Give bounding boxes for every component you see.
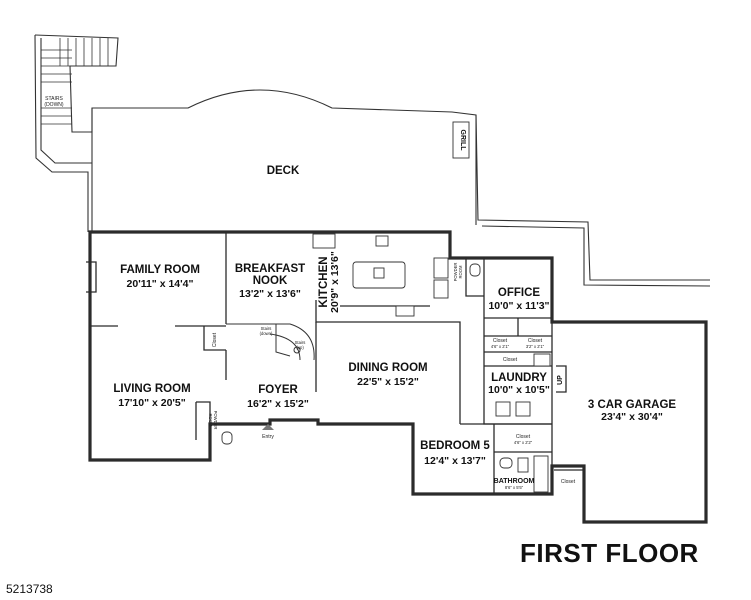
powder-room-upper-1: POWDER: [453, 263, 458, 282]
foyer-name: FOYER: [258, 384, 298, 396]
family-room-name: FAMILY ROOM: [120, 264, 200, 276]
powder-room-lower-1: POWDER: [213, 411, 218, 430]
up-label: UP: [557, 375, 564, 385]
living-room-name: LIVING ROOM: [113, 383, 190, 395]
kitchen-dims: 20'9" x 13'6": [329, 251, 341, 313]
listing-id: 5213738: [6, 582, 53, 596]
closet-office-left-dim: 4'6" x 2'1": [491, 344, 510, 349]
foyer-stairs: [226, 323, 315, 361]
office-name: OFFICE: [498, 287, 540, 299]
powder-room-upper-2: ROOM: [458, 265, 463, 279]
foyer-dims: 16'2" x 15'2": [247, 398, 309, 410]
bedroom5-name: BEDROOM 5: [420, 440, 490, 452]
breakfast-nook-name-2: NOOK: [253, 275, 288, 287]
closet-laundry: Closet: [503, 357, 518, 363]
family-room-dims: 20'11" x 14'4": [127, 278, 194, 290]
bathroom-dims: 8'6" x 5'5": [505, 485, 524, 490]
garage-dims: 23'4" x 30'4": [601, 411, 663, 423]
closet-office-left: Closet: [493, 338, 508, 344]
kitchen-name: KITCHEN: [318, 256, 330, 307]
stairs-up-foyer-2: (up): [296, 345, 304, 350]
stairs-down-label-1: STAIRS: [45, 96, 63, 102]
closet-bedroom-dim: 4'6" x 2'2": [514, 440, 533, 445]
laundry-name: LAUNDRY: [491, 372, 547, 384]
living-room-dims: 17'10" x 20'5": [118, 397, 186, 409]
entry-label: Entry: [262, 434, 274, 440]
dining-room-dims: 22'5" x 15'2": [357, 376, 419, 388]
office-dims: 10'0" x 11'3": [488, 300, 549, 312]
stairs-down-foyer-1: Stairs: [261, 326, 272, 331]
grill-label: GRILL: [459, 130, 466, 152]
floor-title: FIRST FLOOR: [520, 538, 699, 568]
dining-room-name: DINING ROOM: [348, 362, 427, 374]
powder-room-upper-group: POWDER ROOM: [453, 263, 463, 282]
garage-name: 3 CAR GARAGE: [588, 399, 677, 411]
powder-room-lower-2: ROOM: [208, 413, 213, 427]
stairs-down-foyer-2: (down): [260, 331, 273, 336]
closet-office-right-dim: 3'2" x 2'1": [526, 344, 545, 349]
powder-room-lower-group: POWDER ROOM: [208, 411, 218, 430]
closet-living: Closet: [212, 332, 218, 347]
laundry-fixtures: [495, 353, 551, 417]
entry-arrow: [262, 424, 274, 430]
kitchen-label-group: KITCHEN 20'9" x 13'6": [318, 251, 341, 313]
interior-walls: [86, 232, 585, 494]
stairs-up-foyer-1: Stairs: [295, 340, 306, 345]
deck-outline: [34, 34, 711, 287]
stairs-down-label-2: (DOWN): [44, 102, 63, 108]
deck-stairs-treads: [41, 38, 109, 125]
closet-office-right: Closet: [528, 338, 543, 344]
bathroom-fixtures: [221, 431, 549, 493]
bathroom-name: BATHROOM: [494, 478, 535, 485]
kitchen-fixtures: [312, 233, 481, 317]
breakfast-nook-name-1: BREAKFAST: [235, 263, 305, 275]
deck-label: DECK: [267, 165, 300, 177]
closet-garage: Closet: [561, 479, 576, 485]
closet-bedroom: Closet: [516, 434, 531, 440]
laundry-dims: 10'0" x 10'5": [488, 384, 550, 396]
bedroom5-dims: 12'4" x 13'7": [424, 455, 486, 467]
breakfast-nook-dims: 13'2" x 13'6": [239, 288, 301, 300]
grill-box: [452, 121, 470, 159]
